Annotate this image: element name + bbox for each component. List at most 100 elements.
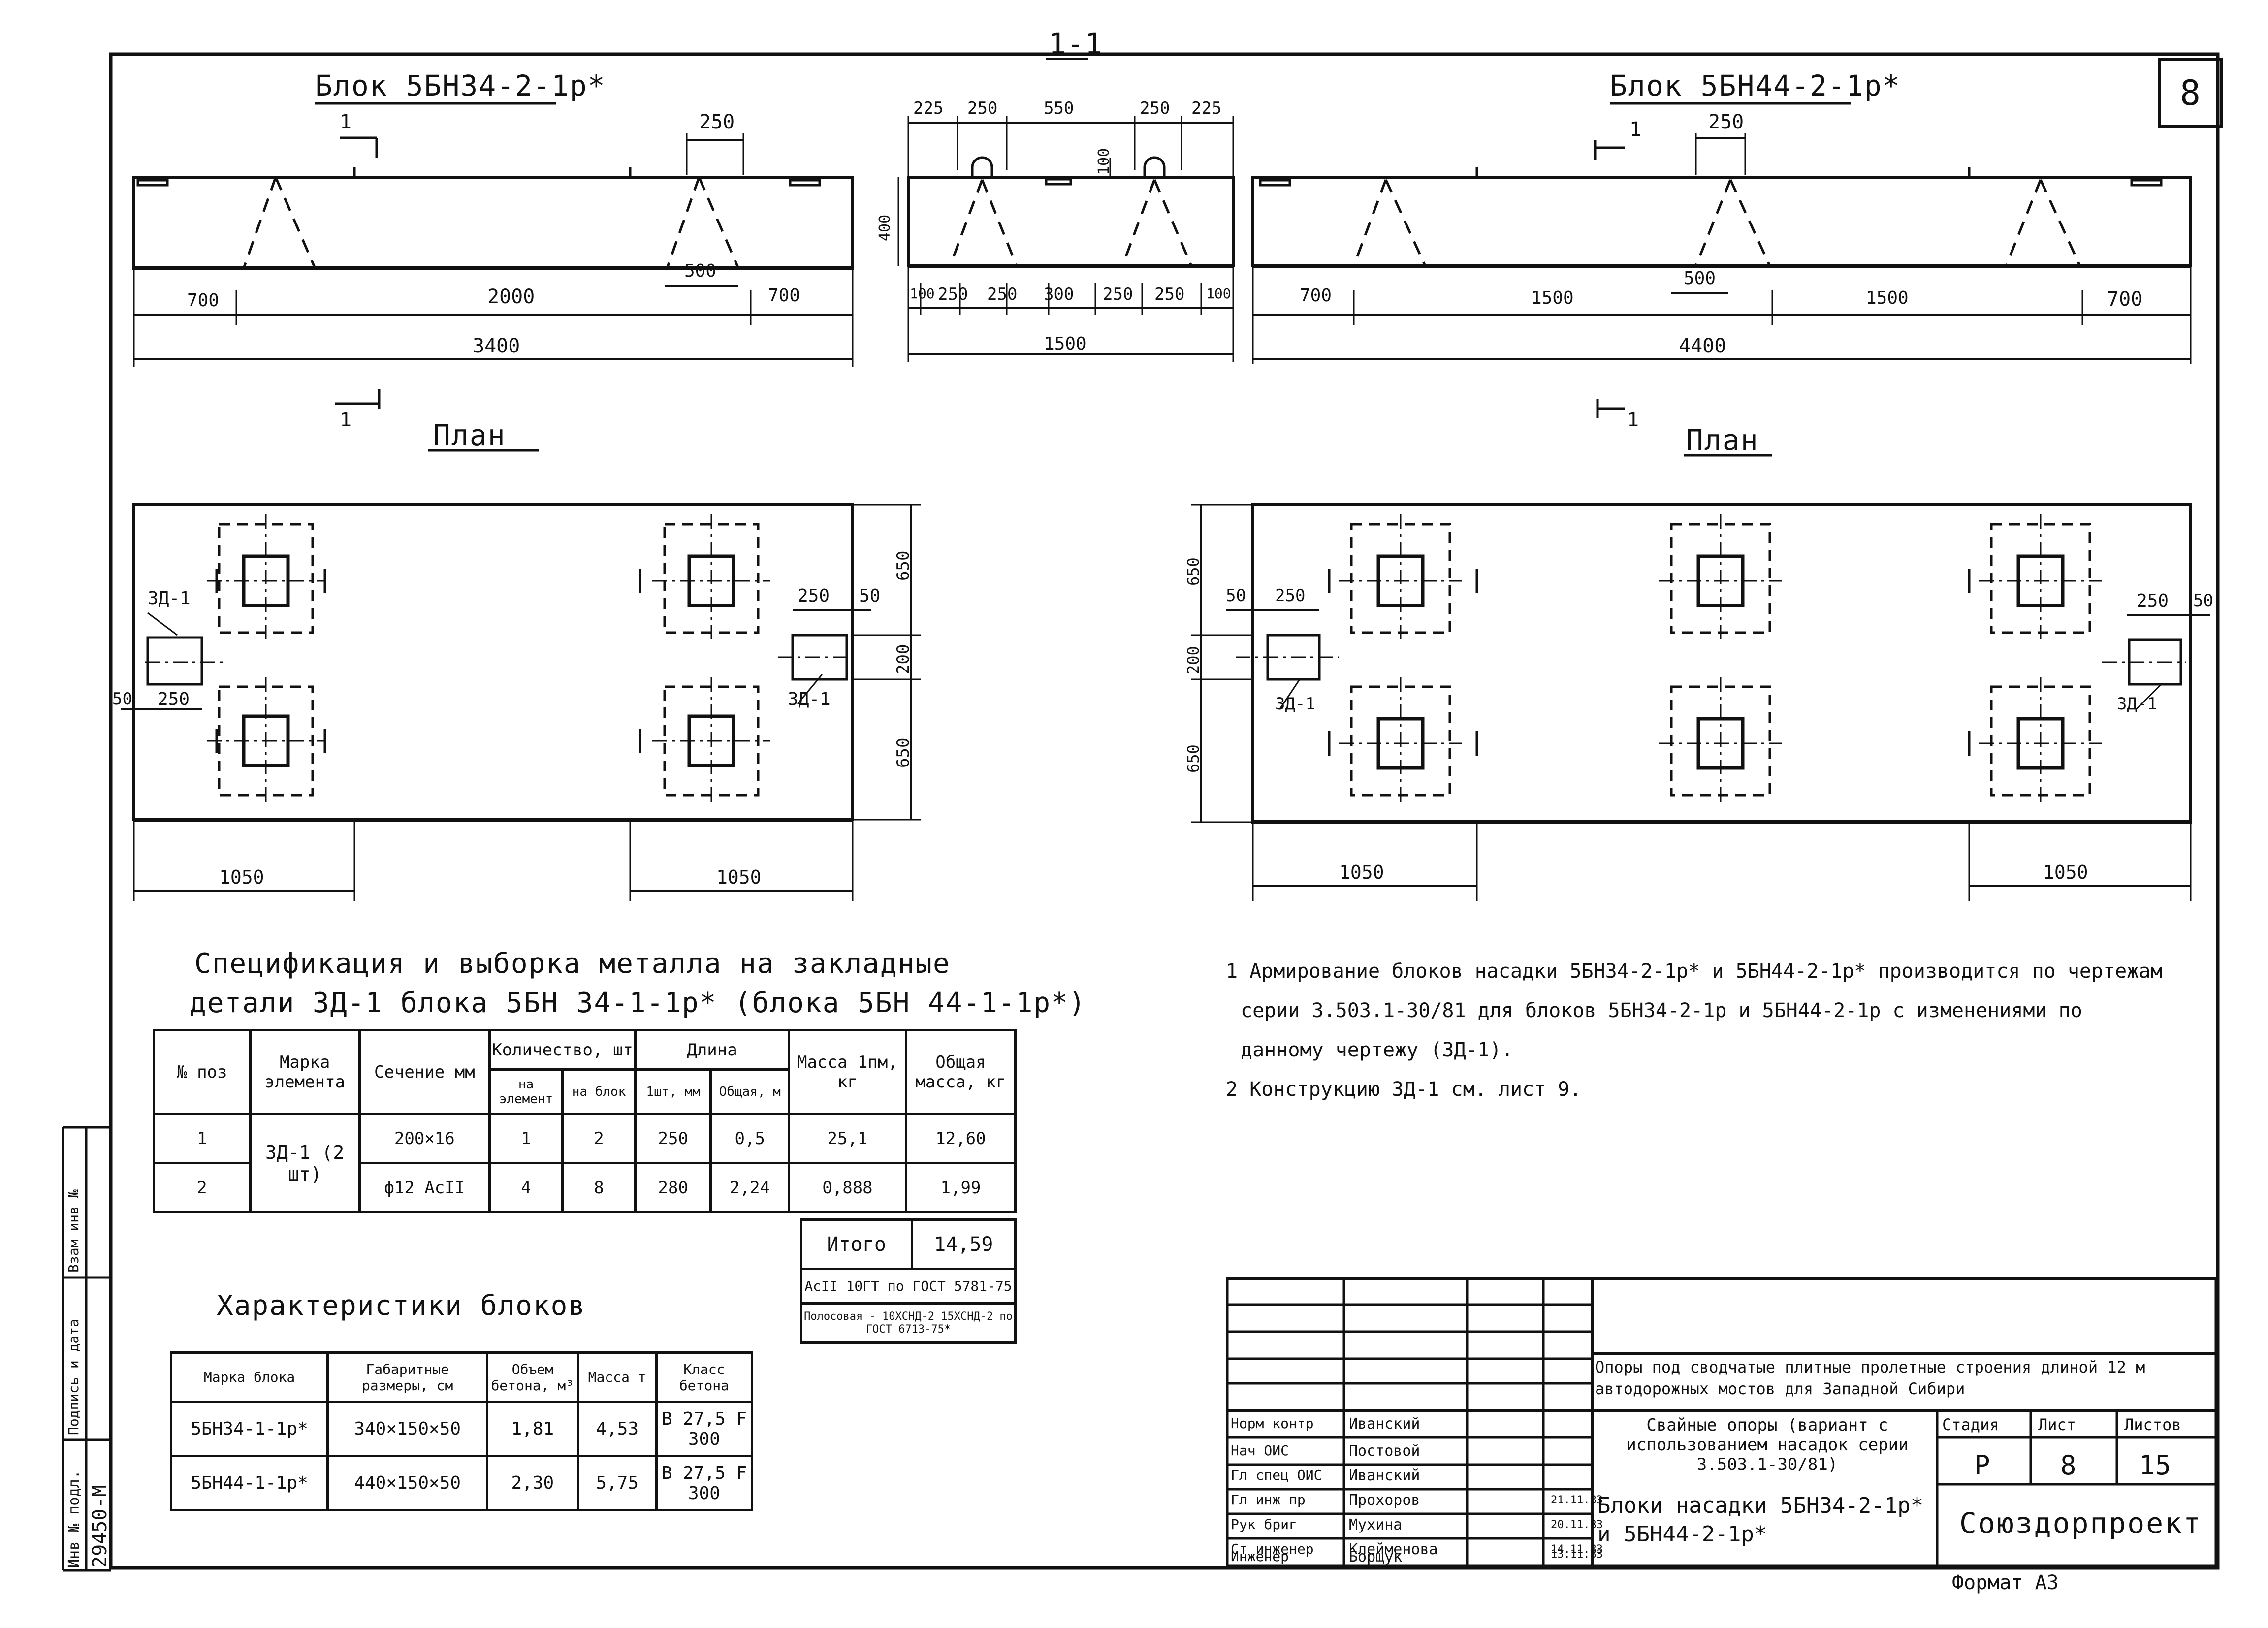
cell: 200×16: [358, 1113, 491, 1164]
col-mass: Масса 1пм, кг: [787, 1029, 907, 1115]
dim-text: 50: [112, 689, 132, 709]
dim-text: 1500: [1866, 288, 1909, 308]
dim-text: 700: [2107, 288, 2143, 311]
note-line: серии 3.503.1-30/81 для блоков 5БН34-2-1…: [1241, 999, 2082, 1022]
dim-text: 225: [1191, 98, 1222, 118]
dim-text: 400: [876, 214, 894, 241]
cell: 4,53: [576, 1401, 658, 1457]
stamp-date: 14.11.83: [1551, 1543, 1603, 1556]
dim-text: 500: [1684, 268, 1716, 288]
dim-text: 2000: [487, 286, 535, 308]
side-inv-label: Инв № подл.: [65, 1470, 83, 1568]
steel-note1: АсII 10ГТ по ГОСТ 5781-75: [800, 1268, 1017, 1305]
dim-text: 250: [699, 111, 735, 133]
col-mark: Марка блока: [169, 1351, 329, 1403]
cell: 2,24: [709, 1162, 790, 1213]
dim-text: 100: [1095, 148, 1113, 175]
cell: 1: [153, 1113, 252, 1164]
col-section: Сечение мм: [358, 1029, 491, 1115]
stamp-role: Гл спец ОИС: [1231, 1467, 1322, 1483]
cell: ф12 АсII: [358, 1162, 491, 1213]
col-qty-block: на блок: [561, 1068, 637, 1115]
stage-value: Р: [1974, 1450, 1990, 1481]
stamp-name: Постовой: [1349, 1442, 1420, 1460]
section-mark-left-top: 1: [340, 111, 352, 133]
dim-text: 1050: [219, 866, 264, 888]
plan-label-left: План: [433, 418, 506, 452]
format-label: Формат А3: [1952, 1571, 2059, 1594]
stamp-name: Иванский: [1349, 1467, 1420, 1484]
dim-text: 700: [187, 290, 220, 311]
cell: 25,1: [787, 1113, 907, 1164]
dim-text: 250: [1154, 285, 1185, 304]
spec-title-line2: детали ЗД-1 блока 5БН 34-1-1р* (блока 5Б…: [190, 987, 1086, 1019]
dim-text: 4400: [1679, 335, 1726, 357]
embedded-part-tag: ЗД-1: [2117, 694, 2157, 714]
section-mark-right-bottom: 1: [1627, 409, 1639, 431]
blocks-table: Марка блока Габаритные размеры, см Объем…: [169, 1351, 754, 1511]
cell: 1: [488, 1113, 564, 1164]
dim-text: 50: [2193, 591, 2213, 610]
dim-text: 200: [894, 644, 913, 674]
dim-text: 1050: [716, 866, 762, 888]
dim-text: 250: [1708, 111, 1744, 133]
cell: 0,5: [709, 1113, 790, 1164]
spec-table: № поз Марка элемента Сечение мм Количест…: [153, 1029, 1017, 1213]
col-qty: Количество, шт: [488, 1029, 637, 1071]
title-block-frame: [1226, 1277, 2218, 1568]
dim-text: 1050: [2043, 862, 2088, 883]
plan-label-right: План: [1686, 423, 1759, 457]
left-block-title: Блок 5БН34-2-1р*: [315, 69, 606, 102]
embedded-part-tag: ЗД-1: [148, 588, 191, 608]
dim-text: 100: [1206, 286, 1231, 302]
drawing-title: Блоки насадки 5БН34-2-1р* и 5БН44-2-1р*: [1597, 1493, 1924, 1547]
dim-text: 250: [158, 689, 190, 709]
sheet-label: Лист: [2038, 1415, 2076, 1434]
side-swap-label: Взам инв №: [65, 1189, 82, 1273]
dim-text: 500: [684, 261, 717, 281]
col-pos: № поз: [153, 1029, 252, 1115]
cell: В 27,5 F 300: [655, 1455, 754, 1511]
cell-mark: ЗД-1 (2 шт): [249, 1113, 361, 1213]
stamp-role: Ст инженер: [1231, 1541, 1314, 1557]
note-line: данному чертежу (ЗД-1).: [1241, 1039, 1513, 1061]
spec-total: Итого 14,59 АсII 10ГТ по ГОСТ 5781-75 По…: [800, 1218, 1017, 1344]
dim-text: 650: [894, 737, 913, 768]
dim-text: 650: [1184, 557, 1203, 586]
dim-text: 650: [1184, 744, 1203, 773]
dim-text: 550: [1044, 98, 1074, 118]
dim-text: 3400: [473, 335, 520, 357]
dim-text: 250: [1140, 98, 1170, 118]
dim-text: 650: [894, 550, 913, 581]
embedded-part-tag: ЗД-1: [1275, 694, 1315, 714]
sheet-number: 8: [2158, 58, 2223, 128]
dim-text: 300: [1044, 285, 1074, 304]
dim-text: 1500: [1531, 288, 1574, 308]
dim-text: 200: [1184, 646, 1203, 674]
dim-text: 250: [2137, 591, 2169, 611]
spec-title-line1: Спецификация и выборка металла на заклад…: [194, 948, 951, 980]
stamp-role: Гл инж пр: [1231, 1492, 1306, 1508]
dim-text: 250: [798, 586, 830, 606]
note-line: 1 Армирование блоков насадки 5БН34-2-1р*…: [1226, 960, 2163, 983]
col-len-1: 1шт, мм: [634, 1068, 712, 1115]
section-mark-right-top: 1: [1629, 118, 1642, 141]
cell: 250: [634, 1113, 712, 1164]
stamp-name: Борщук: [1349, 1548, 1403, 1565]
dim-text: 700: [768, 286, 800, 306]
side-inv-number: 29450-М: [89, 1485, 111, 1568]
cell: 2,30: [486, 1455, 579, 1511]
dim-text: 700: [1300, 286, 1332, 306]
stamp-name: Клейменова: [1349, 1541, 1438, 1558]
col-class: Класс бетона: [655, 1351, 754, 1403]
stamp-role: Нач ОИС: [1231, 1442, 1289, 1459]
stamp-role: Норм контр: [1231, 1415, 1314, 1432]
section-mark-left-bottom: 1: [340, 409, 352, 431]
cell: 4: [488, 1162, 564, 1213]
blocks-title: Характеристики блоков: [217, 1290, 586, 1322]
side-sign-label: Подпись и дата: [65, 1318, 82, 1435]
stamp-role: Инженер: [1231, 1548, 1289, 1564]
col-dims: Габаритные размеры, см: [326, 1351, 489, 1403]
col-len-total: Общая, м: [709, 1068, 790, 1115]
